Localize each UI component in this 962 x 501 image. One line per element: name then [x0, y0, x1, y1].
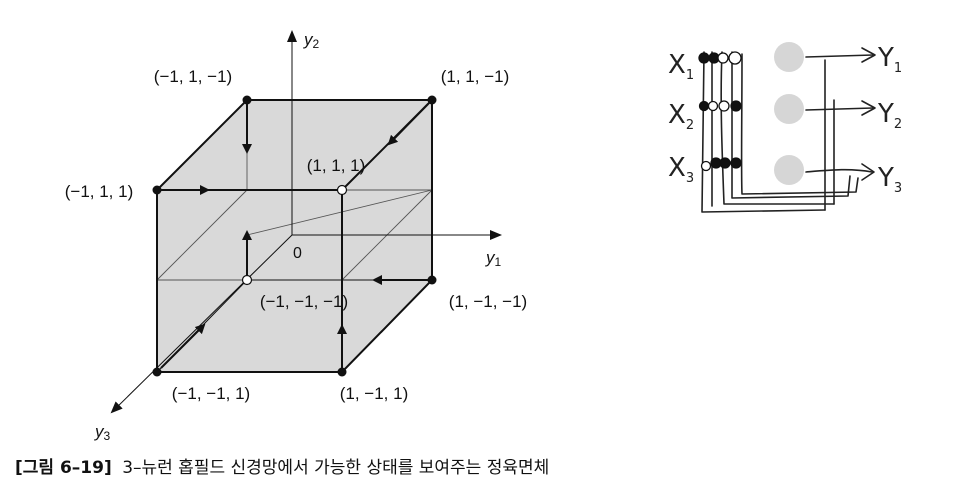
- sketch-input-x1: X1: [668, 50, 694, 83]
- caption-text: 3–뉴런 홉필드 신경망에서 가능한 상태를 보여주는 정육면체: [122, 458, 549, 478]
- vertex-labels: (−1, 1, −1) (1, 1, −1) (−1, 1, 1) (1, 1,…: [65, 67, 527, 403]
- vertex-top-back-right: [427, 95, 437, 105]
- sketch-neuron-2: [774, 94, 804, 124]
- figure-caption: [그림 6–19] 3–뉴런 홉필드 신경망에서 가능한 상태를 보여주는 정육…: [15, 458, 549, 478]
- vertex-top-front-right-stable: [336, 184, 348, 196]
- label-bottom-back-left: (−1, −1, −1): [260, 292, 348, 311]
- arrow-top-back-right-diag: [387, 103, 429, 146]
- hopfield-network-sketch: X1 X2 X3: [668, 42, 902, 213]
- sketch-input-x3: X3: [668, 153, 694, 186]
- axis-label-y3: y3: [94, 422, 111, 443]
- sketch-input-x2: X2: [668, 100, 694, 133]
- axis-label-y1: y1: [485, 248, 502, 269]
- state-transition-arrows: [160, 103, 429, 369]
- caption-figure-number: [그림 6–19]: [15, 458, 112, 478]
- axis-y3: [110, 234, 293, 414]
- vertex-bottom-back-left-stable: [241, 274, 253, 286]
- label-bottom-front-right: (1, −1, 1): [340, 384, 409, 403]
- axis-labels: y2 y1 y3 0: [94, 30, 502, 443]
- label-top-back-left: (−1, 1, −1): [154, 67, 232, 86]
- axes: [110, 30, 502, 414]
- sketch-feedback-wires: [701, 47, 876, 213]
- cube-diagram: (−1, 1, −1) (1, 1, −1) (−1, 1, 1) (1, 1,…: [65, 30, 527, 443]
- cube-vertices: [152, 95, 437, 377]
- sketch-output-y3: Y3: [877, 163, 902, 196]
- vertex-top-back-left: [242, 95, 252, 105]
- sketch-output-y2: Y2: [877, 99, 902, 132]
- caption-line: [그림 6–19] 3–뉴런 홉필드 신경망에서 가능한 상태를 보여주는 정육…: [15, 458, 549, 478]
- label-bottom-back-right: (1, −1, −1): [449, 292, 527, 311]
- vertex-bottom-back-right: [427, 275, 437, 285]
- sketch-connection-dots: [698, 51, 742, 172]
- vertex-bottom-front-right: [337, 367, 347, 377]
- vertex-bottom-front-left: [152, 367, 162, 377]
- axis-label-y2: y2: [303, 30, 320, 51]
- label-top-front-right: (1, 1, 1): [307, 156, 366, 175]
- label-top-front-left: (−1, 1, 1): [65, 182, 134, 201]
- sketch-output-y1: Y1: [877, 43, 902, 76]
- origin-label: 0: [293, 245, 302, 262]
- label-bottom-front-left: (−1, −1, 1): [172, 384, 250, 403]
- vertex-top-front-left: [152, 185, 162, 195]
- sketch-neuron-3: [774, 155, 804, 185]
- sketch-neuron-1: [774, 42, 804, 72]
- arrow-bottom-front-left-diag: [160, 323, 206, 369]
- label-top-back-right: (1, 1, −1): [441, 67, 510, 86]
